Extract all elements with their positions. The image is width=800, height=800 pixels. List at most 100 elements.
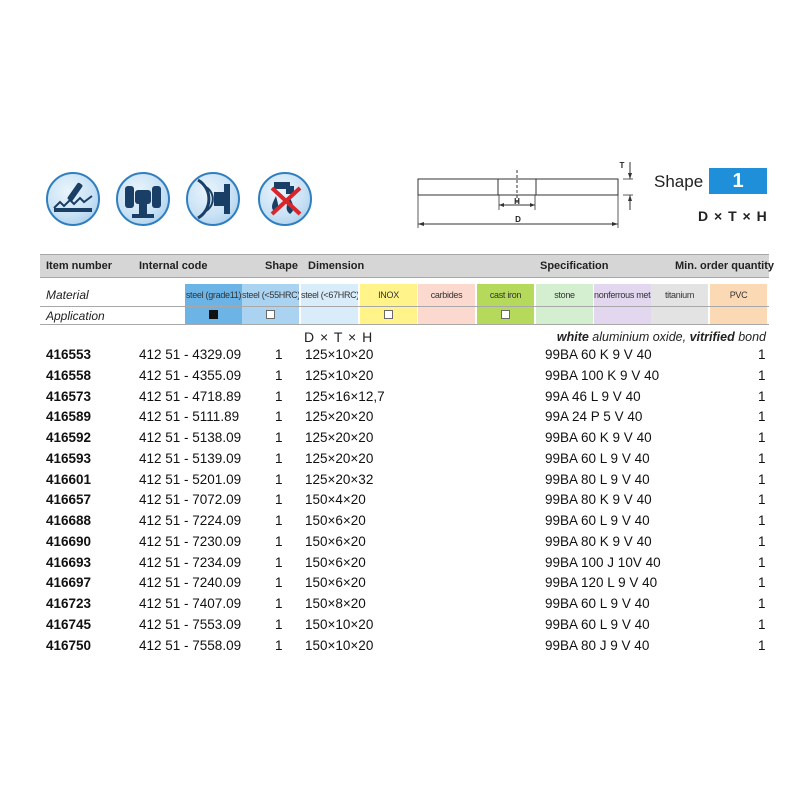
material-cell: PVC [710,284,767,306]
specification-value: 99BA 60 L 9 V 40 [545,596,650,611]
item-number: 416697 [46,575,92,591]
bond-description: white aluminium oxide, vitrified bond [556,330,766,344]
dimension-value: 150×6×20 [305,513,366,528]
table-row: 416745 412 51 - 7553.09 1 150×10×20 99BA 60 … [0,617,800,638]
internal-code: 412 51 - 4329.09 [139,347,242,362]
material-cell: carbides [418,284,475,306]
internal-code: 412 51 - 5201.09 [139,471,242,487]
internal-code: 412 51 - 4718.89 [139,388,242,404]
header-internal-code: Internal code [139,260,208,272]
internal-code: 412 51 - 7407.09 [139,596,242,611]
material-cell: INOX [360,284,417,306]
min-order-value: 1 [758,450,766,466]
item-number: 416688 [46,513,92,528]
min-order-value: 1 [758,388,766,404]
dimension-value: 125×20×32 [305,471,374,487]
dimension-value: 150×8×20 [305,596,366,611]
min-order-value: 1 [758,596,766,611]
shape-number-badge: 1 [709,168,767,194]
dim-label-t: T [620,161,625,170]
dimension-value: 125×10×20 [305,367,374,383]
shape-value: 1 [275,513,283,528]
dimension-value: 150×10×20 [305,616,374,632]
material-cell: steel (grade11) [185,284,242,306]
item-number: 416690 [46,533,92,549]
item-number: 416750 [46,637,92,653]
shape-value: 1 [275,492,283,508]
divider [40,306,769,307]
internal-code: 412 51 - 7224.09 [139,513,242,528]
application-cell [594,306,651,324]
dimension-value: 125×20×20 [305,430,374,445]
application-checkbox-empty [265,310,275,319]
application-cell [418,306,475,324]
dimension-value: 150×4×20 [305,492,366,508]
internal-code: 412 51 - 4355.09 [139,367,242,383]
specification-value: 99BA 80 K 9 V 40 [545,533,652,549]
header-shape: Shape [265,260,299,272]
table-header: Item number Internal code Shape Dimensio… [40,254,774,278]
table-row: 416693 412 51 - 7234.09 1 150×6×20 99BA 100 … [0,555,800,576]
specification-value: 99BA 100 K 9 V 40 [545,367,660,383]
no-coolant-icon [258,172,312,226]
specification-value: 99BA 80 J 9 V 40 [545,637,650,653]
item-number: 416558 [46,367,92,383]
shape-value: 1 [275,367,283,383]
specification-value: 99BA 60 L 9 V 40 [545,616,650,632]
item-number: 416592 [46,430,92,445]
dimension-value: 125×10×20 [305,347,374,362]
application-cell [651,306,708,324]
shape-value: 1 [275,450,283,466]
shape-value: 1 [275,409,283,425]
specification-value: 99BA 60 K 9 V 40 [545,430,652,445]
material-cell: cast iron [477,284,534,306]
header-dimension: Dimension [308,260,365,272]
material-cell: titanium [651,284,708,306]
item-number: 416693 [46,554,92,570]
shape-value: 1 [275,347,283,362]
shape-value: 1 [275,575,283,591]
application-cell [185,306,242,324]
min-order-value: 1 [758,513,766,528]
min-order-value: 1 [758,492,766,508]
internal-code: 412 51 - 5111.89 [139,409,240,425]
shape-value: 1 [275,554,283,570]
specification-value: 99BA 80 K 9 V 40 [545,492,652,508]
specification-value: 99BA 120 L 9 V 40 [545,575,658,591]
shape-value: 1 [275,471,283,487]
table-row: 416688 412 51 - 7224.09 1 150×6×20 99BA 60 L… [0,513,800,534]
dim-label-h: H [514,197,520,206]
item-number: 416745 [46,616,92,632]
min-order-value: 1 [758,637,766,653]
specification-value: 99BA 100 J 10V 40 [545,554,661,570]
item-number: 416593 [46,450,92,466]
shape-value: 1 [275,616,283,632]
internal-code: 412 51 - 5138.09 [139,430,242,445]
min-order-value: 1 [758,616,766,632]
application-cell [360,306,417,324]
shape-label: Shape [654,172,704,191]
specification-value: 99BA 60 L 9 V 40 [545,513,650,528]
application-label: Application [46,309,105,323]
wheel-cross-section-diagram: H D T [417,161,633,228]
internal-code: 412 51 - 7234.09 [139,554,242,570]
application-cell [301,306,358,324]
header-min-order: Min. order quantity [675,260,774,272]
min-order-value: 1 [758,347,766,362]
application-checkbox-empty [500,310,510,319]
application-checkbox-empty [383,310,393,319]
dimension-value: 150×6×20 [305,554,366,570]
application-cell [242,306,299,324]
dimension-value: 150×6×20 [305,575,366,591]
dimension-value: 150×6×20 [305,533,366,549]
item-number: 416553 [46,347,92,362]
internal-code: 412 51 - 7553.09 [139,616,242,632]
min-order-value: 1 [758,554,766,570]
header-specification: Specification [540,260,609,272]
